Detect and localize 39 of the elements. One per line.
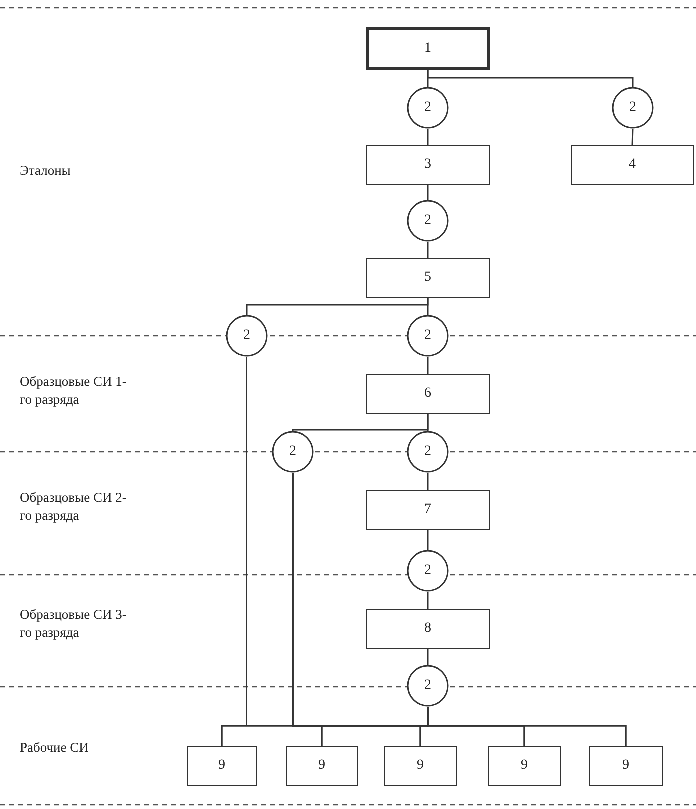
connector-line xyxy=(427,129,429,145)
circle-node: 2 xyxy=(407,200,449,242)
process-box: 8 xyxy=(366,609,490,649)
circle-node: 2 xyxy=(407,550,449,592)
connector-line xyxy=(427,298,429,315)
connector-line xyxy=(427,242,429,258)
process-box: 9 xyxy=(286,746,358,786)
circle-node: 2 xyxy=(226,315,268,357)
process-box: 7 xyxy=(366,490,490,530)
connector-line xyxy=(427,473,429,490)
connector-line xyxy=(292,473,627,746)
connector-line xyxy=(427,414,429,431)
circle-node: 2 xyxy=(272,431,314,473)
process-box: 9 xyxy=(187,746,257,786)
process-box: 4 xyxy=(571,145,694,185)
circle-node: 2 xyxy=(407,431,449,473)
connector-line xyxy=(427,185,429,200)
process-box: 9 xyxy=(488,746,561,786)
process-box: 3 xyxy=(366,145,490,185)
connector-line xyxy=(427,70,634,87)
circle-node: 2 xyxy=(407,665,449,707)
connector-line xyxy=(427,357,429,374)
connector-line xyxy=(427,592,429,609)
level-label: Образцовые СИ 2-го разряда xyxy=(20,489,128,524)
connector-line xyxy=(632,128,634,146)
circle-node: 2 xyxy=(407,315,449,357)
process-box: 1 xyxy=(366,27,490,70)
level-label: Образцовые СИ 1-го разряда xyxy=(20,373,128,408)
level-label: Образцовые СИ 3-го разряда xyxy=(20,606,128,642)
process-box: 9 xyxy=(384,746,457,786)
connector-line xyxy=(427,649,429,665)
connector-line xyxy=(427,530,429,550)
circle-node: 2 xyxy=(612,87,654,129)
level-label: Эталоны xyxy=(20,162,72,180)
process-box: 6 xyxy=(366,374,490,414)
process-box: 9 xyxy=(589,746,663,786)
level-label: Рабочие СИ xyxy=(20,739,90,757)
circle-node: 2 xyxy=(407,87,449,129)
process-box: 5 xyxy=(366,258,490,298)
